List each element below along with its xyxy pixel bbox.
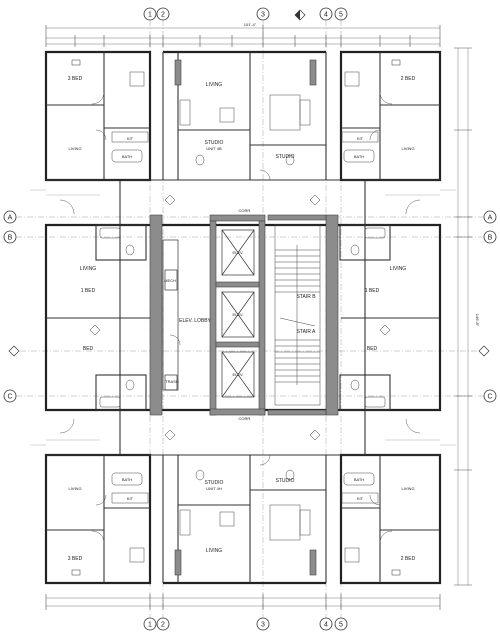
kitchen-nw-label: KIT [127, 136, 134, 141]
elevator-label-2: ELEV. [233, 312, 244, 317]
stair-treads [275, 249, 320, 383]
corridor-label-north: CORR. [239, 208, 252, 213]
bath-ne-label: BATH [354, 154, 364, 159]
unit-w-bed-label: 1 BED [81, 288, 96, 294]
elevator-shafts [221, 229, 255, 398]
grid-label-right-A: A [488, 215, 493, 222]
unit-n-living-label: LIVING [206, 82, 223, 88]
dimension-strings-bottom [45, 594, 441, 610]
unit-w-bed2-label: BED [83, 346, 94, 352]
grid-label-left-B: B [8, 235, 13, 242]
grid-label-bottom-1: 1 [148, 622, 152, 629]
unit-ne-living-label: LIVING [401, 146, 414, 151]
mech-room-label: MECH [164, 278, 176, 283]
trash-room-label: TRASH [165, 379, 179, 384]
unit-se-studio-label: STUDIO [276, 478, 295, 484]
unit-e-living-label: LIVING [390, 266, 407, 272]
unit-nw-studio-number: UNIT 4B [206, 146, 222, 151]
grid-label-top-1: 1 [148, 12, 152, 19]
unit-se-bed-label: 2 BED [401, 556, 416, 562]
stair-a-label: STAIR A [297, 329, 316, 335]
core-service-rooms [162, 239, 179, 391]
section-marker-right-icon [478, 345, 490, 357]
grid-label-left-C: C [7, 394, 12, 401]
exterior-terrace-lines [30, 189, 456, 446]
unit-sw-studio-number: UNIT 4H [206, 486, 222, 491]
unit-e-bed2-label: BED [367, 346, 378, 352]
grid-label-right-C: C [487, 394, 492, 401]
unit-sw-living-label: LIVING [68, 486, 81, 491]
unit-e-bed-label: 1 BED [365, 288, 380, 294]
middle-unit-walls [46, 224, 440, 411]
grid-label-top-5: 5 [339, 12, 343, 19]
grid-label-top-4: 4 [324, 12, 328, 19]
grid-label-bottom-5: 5 [339, 622, 343, 629]
unit-nw-studio-label: STUDIO [205, 140, 224, 146]
grid-label-bottom-3: 3 [261, 622, 265, 629]
unit-se-living-label: LIVING [401, 486, 414, 491]
grid-label-top-3: 3 [261, 12, 265, 19]
unit-sw-bed-label: 3 BED [68, 556, 83, 562]
unit-ne-bed-label: 2 BED [401, 76, 416, 82]
bath-sw-label: BATH [122, 477, 132, 482]
elevator-label-3: ELEV. [233, 372, 244, 377]
kitchen-counters [111, 99, 379, 536]
unit-nw-living-label: LIVING [68, 146, 81, 151]
overall-depth-dimension: 146'-8" [475, 314, 480, 327]
unit-nw-bed-label: 3 BED [68, 76, 83, 82]
unit-w-living-label: LIVING [80, 266, 97, 272]
grid-label-right-B: B [488, 235, 493, 242]
room-tags [71, 59, 401, 576]
dining-furniture [129, 71, 360, 563]
grid-label-top-2: 2 [161, 12, 165, 19]
stairs [274, 224, 321, 406]
exterior-walls [44, 50, 442, 585]
unit-ne-studio-label: STUDIO [276, 154, 295, 160]
right-grid-bubbles: A B C [478, 210, 497, 403]
unit-sw-studio-label: STUDIO [205, 480, 224, 486]
bottom-grid-bubbles: 1 2 3 4 5 [143, 617, 348, 631]
left-grid-bubbles: A B C [3, 210, 20, 403]
elevator-lobby-label: ELEV. LOBBY [179, 318, 211, 324]
kitchen-sw-label: KIT [127, 496, 134, 501]
dimension-strings-top [45, 25, 441, 47]
stair-b-label: STAIR B [296, 294, 316, 300]
grid-label-bottom-4: 4 [324, 622, 328, 629]
bath-fixtures [99, 149, 386, 486]
top-grid-bubbles: 1 2 3 4 5 [143, 7, 348, 21]
bath-se-label: BATH [354, 477, 364, 482]
grid-label-bottom-2: 2 [161, 622, 165, 629]
grid-label-left-A: A [8, 215, 13, 222]
bath-nw-label: BATH [122, 154, 132, 159]
kitchen-se-label: KIT [357, 496, 364, 501]
section-marker-left-icon [8, 345, 20, 357]
kitchen-ne-label: KIT [357, 136, 364, 141]
corridor-label-south: CORR. [239, 416, 252, 421]
unit-s-living-label: LIVING [206, 548, 223, 554]
door-swings [59, 91, 421, 544]
core-shear-walls [149, 59, 339, 576]
overall-width-dimension: 101'-4" [244, 22, 257, 27]
upper-unit-walls [46, 52, 440, 225]
elevator-label-1: ELEV. [233, 250, 244, 255]
dimension-strings-right [454, 47, 472, 586]
north-arrow-fill [295, 10, 300, 20]
lower-unit-walls [46, 410, 440, 583]
